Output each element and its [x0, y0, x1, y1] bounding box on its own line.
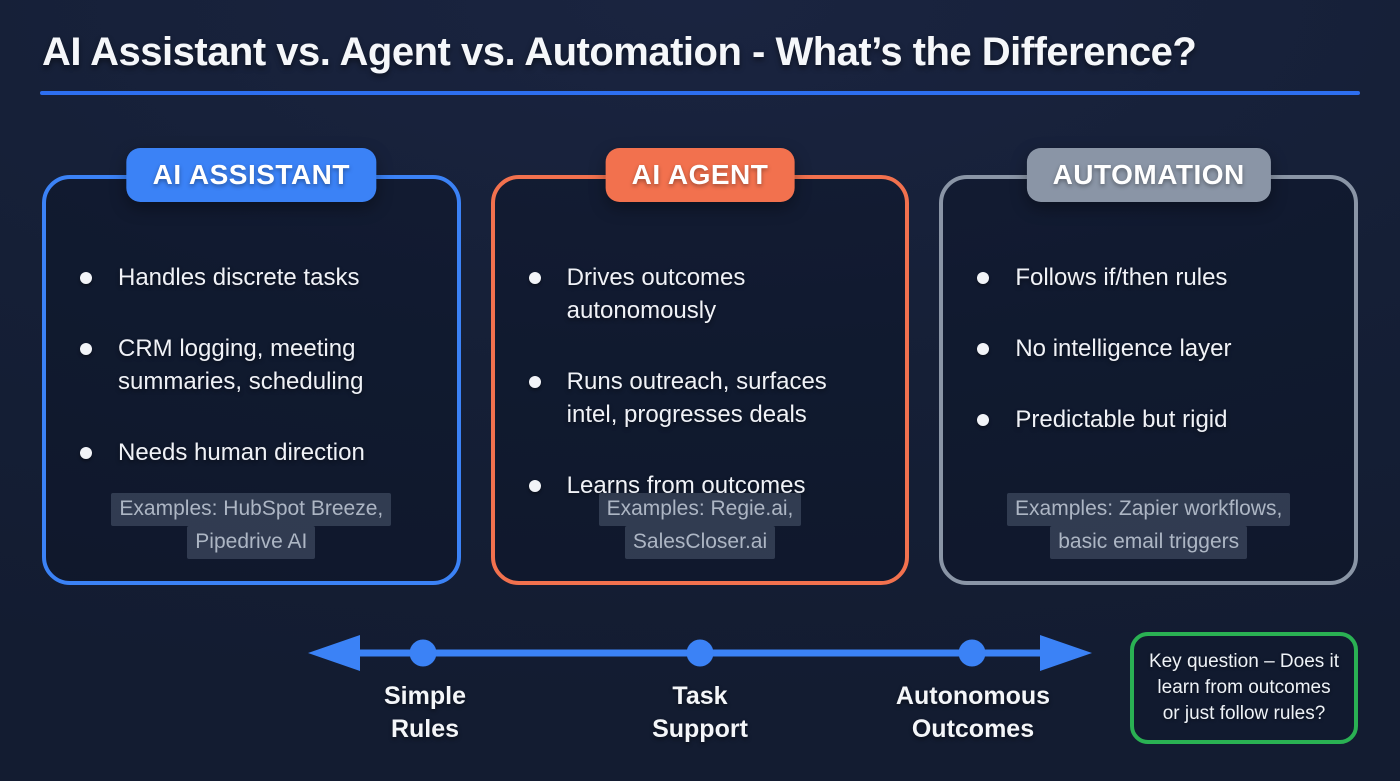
bullet-dot-icon: [80, 447, 92, 459]
spectrum-label-line: Task: [672, 682, 728, 710]
spectrum-arrow-icon: [308, 635, 1092, 671]
list-item: Runs outreach, surfaces intel, progresse…: [528, 365, 872, 431]
bullet-text: Follows if/then rules: [1015, 264, 1228, 291]
arrowhead-right-icon: [1040, 635, 1092, 671]
bullet-dot-icon: [80, 343, 92, 355]
list-item: Learns from outcomes: [528, 469, 872, 502]
bullet-dot-icon: [80, 272, 92, 284]
spectrum-label-line: Rules: [390, 715, 460, 743]
bullet-dot-icon: [977, 272, 990, 284]
key-question-box: Key question – Does it learn from outcom…: [1130, 632, 1358, 744]
title-underline: [40, 91, 1360, 95]
bullet-text: Handles discrete tasks: [118, 264, 360, 291]
bullet-text: Runs outreach, surfaces intel, progresse…: [566, 368, 827, 428]
card-ai-agent: AI AGENT Drives outcomes autonomously Ru…: [490, 148, 910, 585]
page-title: AI Assistant vs. Agent vs. Automation - …: [42, 30, 1197, 74]
arrowhead-left-icon: [308, 635, 360, 671]
spectrum-label-line: Simple: [384, 682, 466, 710]
bullet-list: Follows if/then rules No intelligence la…: [977, 261, 1320, 436]
spectrum-label-line: Autonomous: [895, 682, 1051, 710]
examples-caption: Examples: Zapier workflows, basic email …: [955, 493, 1342, 559]
bullet-list: Drives outcomes autonomously Runs outrea…: [528, 261, 872, 502]
bullet-text: Drives outcomes autonomously: [566, 264, 746, 324]
list-item: CRM logging, meeting summaries, scheduli…: [80, 332, 423, 398]
examples-caption: Examples: Regie.ai, SalesCloser.ai: [507, 493, 894, 559]
spectrum-label-task-support: Task Support: [600, 680, 800, 746]
examples-line: Examples: Regie.ai,: [598, 493, 802, 526]
list-item: Needs human direction: [80, 436, 423, 469]
examples-line: SalesCloser.ai: [624, 526, 776, 559]
bullet-dot-icon: [528, 480, 541, 492]
list-item: Predictable but rigid: [977, 403, 1320, 436]
card-ai-assistant: AI ASSISTANT Handles discrete tasks CRM …: [42, 148, 461, 585]
list-item: No intelligence layer: [977, 332, 1320, 365]
spectrum-label-simple-rules: Simple Rules: [325, 680, 525, 746]
card-badge: AI ASSISTANT: [126, 148, 376, 202]
examples-caption: Examples: HubSpot Breeze, Pipedrive AI: [58, 493, 445, 559]
key-question-line: learn from outcomes: [1157, 677, 1331, 698]
list-item: Drives outcomes autonomously: [528, 261, 872, 327]
key-question-line: or just follow rules?: [1162, 703, 1326, 724]
examples-line: Pipedrive AI: [187, 526, 316, 559]
bullet-text: No intelligence layer: [1015, 335, 1232, 362]
spectrum-point-task-support: [686, 639, 714, 667]
spectrum-label-line: Support: [652, 715, 748, 743]
spectrum-label-line: Outcomes: [911, 715, 1035, 743]
bullet-list: Handles discrete tasks CRM logging, meet…: [80, 261, 423, 469]
bullet-dot-icon: [977, 414, 990, 426]
key-question-line: Key question – Does it: [1148, 651, 1340, 672]
card-badge: AUTOMATION: [1026, 148, 1271, 202]
card-automation: AUTOMATION Follows if/then rules No inte…: [939, 148, 1359, 585]
bullet-dot-icon: [528, 376, 541, 388]
cards-row: AI ASSISTANT Handles discrete tasks CRM …: [42, 148, 1359, 585]
list-item: Follows if/then rules: [977, 261, 1320, 294]
examples-line: Examples: Zapier workflows,: [1007, 493, 1291, 526]
bullet-text: Predictable but rigid: [1015, 406, 1228, 433]
bullet-text: CRM logging, meeting summaries, scheduli…: [118, 335, 364, 395]
list-item: Handles discrete tasks: [80, 261, 423, 294]
bullet-text: Learns from outcomes: [566, 472, 806, 499]
bullet-dot-icon: [528, 272, 541, 284]
bullet-dot-icon: [977, 343, 990, 355]
card-badge: AI AGENT: [605, 148, 795, 202]
bullet-text: Needs human direction: [118, 439, 365, 466]
spectrum-point-autonomous-outcomes: [958, 639, 986, 667]
spectrum-label-autonomous-outcomes: Autonomous Outcomes: [843, 680, 1103, 746]
spectrum-point-simple-rules: [409, 639, 437, 667]
examples-line: basic email triggers: [1050, 526, 1248, 559]
examples-line: Examples: HubSpot Breeze,: [111, 493, 392, 526]
